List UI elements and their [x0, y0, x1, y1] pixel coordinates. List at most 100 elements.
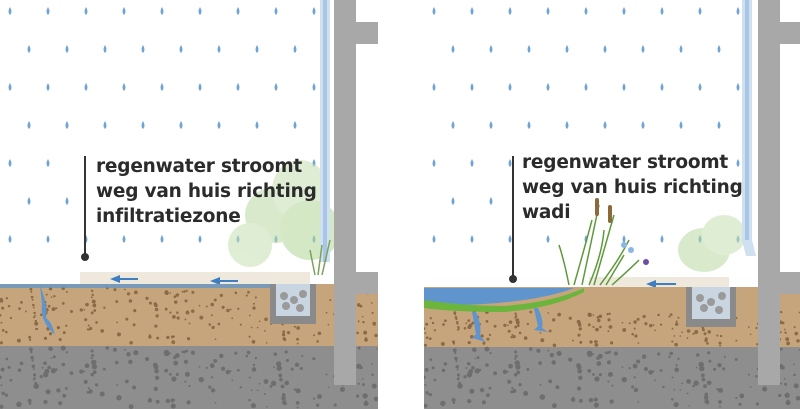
rain-drop [584, 7, 588, 15]
rock-speckles [0, 345, 378, 409]
rain-drop [65, 45, 69, 53]
rain-drop [508, 83, 512, 91]
rain-drop [527, 121, 531, 129]
caption-line-2: weg van huis richting [522, 177, 743, 198]
rain-drop [160, 83, 164, 91]
rain-drop [141, 121, 145, 129]
rain-drop [8, 235, 12, 243]
rain-drop [217, 121, 221, 129]
rain-drop [432, 7, 436, 15]
rain-drop [103, 121, 107, 129]
rain-drop [432, 159, 436, 167]
panel-wadi: regenwater stroomt weg van huis richting… [424, 0, 800, 409]
rain-drop [274, 83, 278, 91]
tree [228, 160, 340, 267]
caption-line-2: weg van huis richting [96, 181, 317, 202]
plant [309, 239, 331, 276]
caption-line-3: wadi [522, 202, 571, 223]
rain-drop [470, 159, 474, 167]
rain-drop [8, 83, 12, 91]
rain-drop [736, 7, 740, 15]
rain-drop [660, 83, 664, 91]
caption-pointer [509, 156, 517, 283]
rain-drop [603, 121, 607, 129]
soil-speckles [424, 310, 800, 348]
rain-drop [470, 83, 474, 91]
caption-line-1: regenwater stroomt [522, 152, 729, 173]
infiltrating-water [472, 312, 486, 342]
rain-drop [65, 121, 69, 129]
rain-drop [641, 45, 645, 53]
flow-arrows [110, 275, 238, 285]
rain-drop [293, 121, 297, 129]
rain-drop [736, 159, 740, 167]
rain-drop [508, 235, 512, 243]
panel-infiltration-zone-drawing [0, 0, 378, 409]
bedrock [424, 347, 800, 409]
rain-drop [470, 7, 474, 15]
bedrock [0, 346, 378, 409]
rain-drop [489, 121, 493, 129]
rain-drop [255, 121, 259, 129]
flow-arrows [646, 280, 676, 288]
caption-line-1: regenwater stroomt [96, 156, 303, 177]
rain-drop [217, 45, 221, 53]
rain-drop [236, 7, 240, 15]
caption-wadi: regenwater stroomt weg van huis richting… [522, 150, 743, 225]
rain-drop [603, 45, 607, 53]
rain-drop [179, 45, 183, 53]
rain-drop [274, 7, 278, 15]
rain-drop [293, 45, 297, 53]
caption-pointer [81, 156, 89, 261]
rain-drop [622, 83, 626, 91]
rain-drop [198, 83, 202, 91]
rain-drop [160, 235, 164, 243]
rain-drop [698, 7, 702, 15]
rain-drop [198, 7, 202, 15]
rain-drop [8, 7, 12, 15]
infiltrating-water [40, 285, 60, 340]
rain-drop [27, 197, 31, 205]
rain-drop [451, 45, 455, 53]
rain-drop [122, 83, 126, 91]
caption-infiltration: regenwater stroomt weg van huis richting… [96, 154, 317, 229]
rain-drop [84, 83, 88, 91]
rain-drop [489, 45, 493, 53]
rain-drop [451, 121, 455, 129]
wadi-plants [558, 204, 640, 286]
rain-drop [46, 235, 50, 243]
wadi-grass [424, 288, 584, 312]
rain-drop [698, 83, 702, 91]
rain-drop [717, 45, 721, 53]
rain-drop [432, 83, 436, 91]
rain-drop [717, 121, 721, 129]
topsoil [0, 284, 378, 346]
rain-drop [622, 235, 626, 243]
panel-wadi-drawing [424, 0, 800, 409]
rain-drop [255, 45, 259, 53]
rain-drop [546, 235, 550, 243]
rain-drop [198, 235, 202, 243]
rain-drop [141, 45, 145, 53]
rain-drop [679, 45, 683, 53]
house-wall [334, 0, 356, 385]
rain-drop [584, 83, 588, 91]
rain-drop [508, 159, 512, 167]
tree [678, 215, 746, 272]
rain-drop [122, 7, 126, 15]
rain-drop [122, 235, 126, 243]
rain-drop [65, 197, 69, 205]
rain-drop [312, 83, 316, 91]
rain-drop [46, 159, 50, 167]
rain-drop [660, 235, 664, 243]
rain-drop [160, 7, 164, 15]
panel-infiltration-zone: regenwater stroomt weg van huis richting… [0, 0, 378, 409]
rain-drop [179, 121, 183, 129]
rain-drop [27, 121, 31, 129]
rain-drop [527, 45, 531, 53]
rain-drop [736, 83, 740, 91]
rain-drop [546, 7, 550, 15]
gravel-strip [80, 272, 310, 284]
rain-drop [432, 235, 436, 243]
